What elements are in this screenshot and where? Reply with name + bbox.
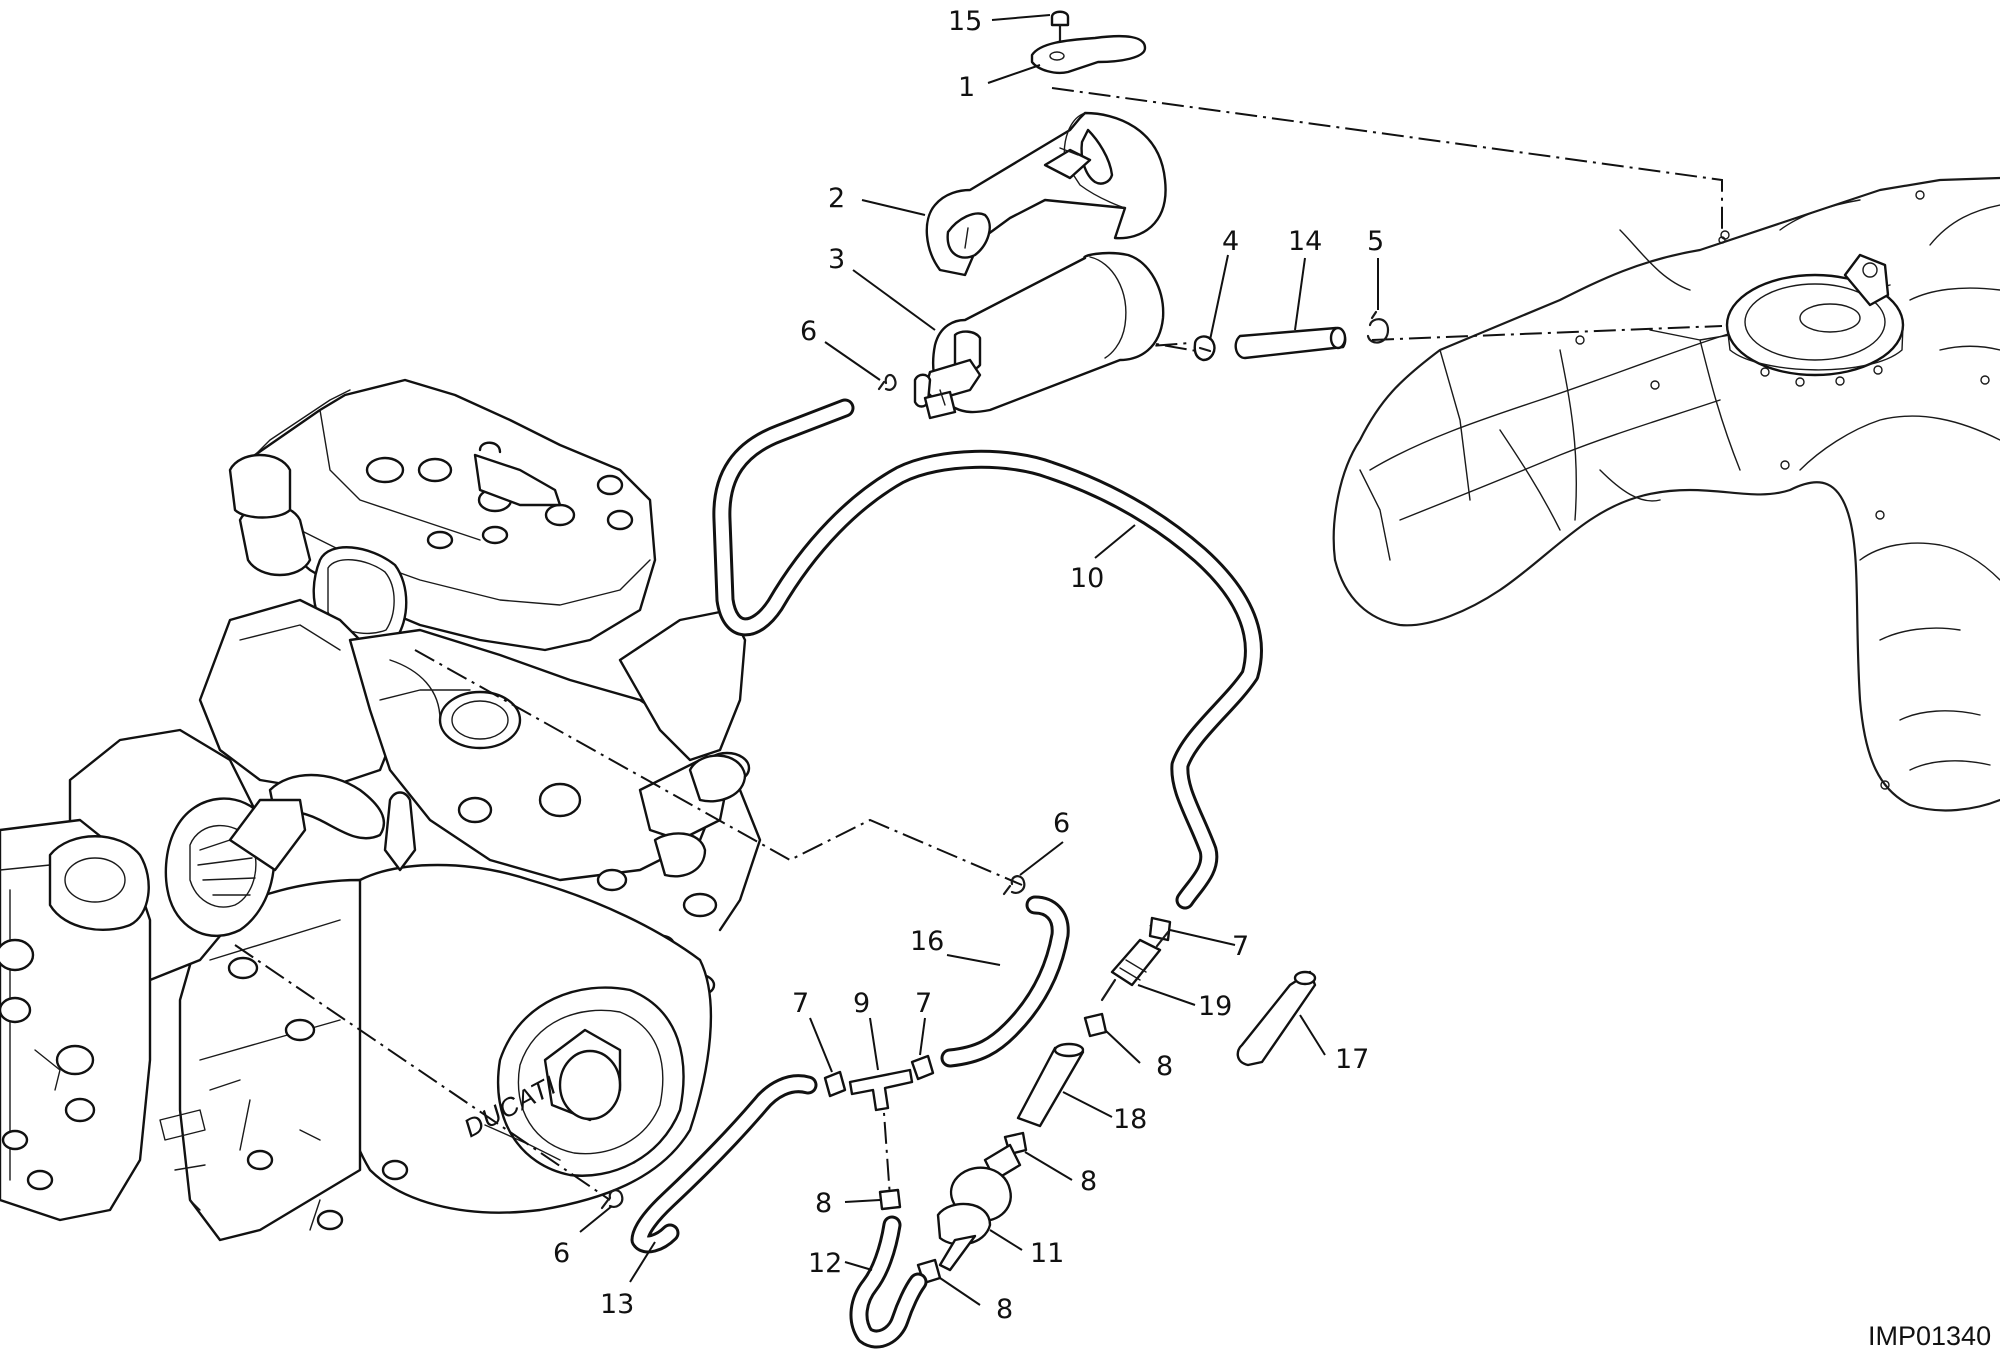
callout-7b: 7 — [915, 988, 932, 1019]
hose-10 — [712, 398, 1263, 910]
callout-8b: 8 — [1080, 1166, 1097, 1197]
engine-block: DUCATI — [0, 378, 762, 1242]
clip-5 — [1366, 310, 1390, 344]
callout-7a: 7 — [792, 988, 809, 1019]
tee-fitting-9 — [848, 1068, 914, 1112]
callout-12: 12 — [808, 1248, 842, 1279]
callout-numbers: 15 1 2 3 6 4 14 5 10 6 16 7 9 7 7 19 8 1… — [553, 6, 1991, 1351]
figure-code: IMP01340 — [1868, 1321, 1991, 1351]
callout-6: 6 — [800, 316, 817, 347]
clamp-4 — [1193, 335, 1216, 362]
callout-10: 10 — [1070, 563, 1104, 594]
hose-16 — [940, 895, 1070, 1068]
clamp-6-bottom — [600, 1189, 624, 1210]
callout-4: 4 — [1222, 226, 1239, 257]
callout-17: 17 — [1335, 1044, 1369, 1075]
callout-8a: 8 — [1156, 1051, 1173, 1082]
callout-3: 3 — [828, 244, 845, 275]
clamp-6-mid — [1002, 875, 1026, 896]
canister-holder-2 — [925, 111, 1167, 277]
carbon-canister-3 — [913, 251, 1165, 420]
hose-13 — [630, 1074, 818, 1254]
valve-19 — [1100, 930, 1170, 1002]
callout-5: 5 — [1367, 226, 1384, 257]
clamp-7-top — [1148, 916, 1172, 942]
callout-6c: 6 — [553, 1238, 570, 1269]
callout-14: 14 — [1288, 226, 1322, 257]
callout-8d: 8 — [815, 1188, 832, 1219]
clamp-8-d — [878, 1188, 902, 1211]
callout-8c: 8 — [996, 1294, 1013, 1325]
callout-7c: 7 — [1232, 931, 1249, 962]
callout-16: 16 — [910, 926, 944, 957]
valve-11 — [936, 1143, 1022, 1272]
clamp-8-a — [1083, 1012, 1108, 1038]
callout-9: 9 — [853, 988, 870, 1019]
clamp-7-left — [823, 1070, 847, 1098]
hose-18 — [1016, 1042, 1085, 1128]
callout-11: 11 — [1030, 1238, 1064, 1269]
callout-1: 1 — [958, 72, 975, 103]
hose-12 — [849, 1215, 928, 1349]
callout-15: 15 — [948, 6, 982, 37]
callout-13: 13 — [600, 1289, 634, 1320]
hose-14 — [1234, 326, 1347, 360]
clamp-7-right — [910, 1054, 935, 1081]
callout-6b: 6 — [1053, 808, 1070, 839]
hose-17 — [1236, 970, 1317, 1067]
callout-18: 18 — [1113, 1104, 1147, 1135]
callout-2: 2 — [828, 183, 845, 214]
bracket-1 — [1030, 34, 1147, 75]
leader-lines — [579, 14, 1379, 1306]
fuel-tank — [1332, 176, 2000, 812]
callout-19: 19 — [1198, 991, 1232, 1022]
clamp-6-top — [877, 373, 897, 391]
